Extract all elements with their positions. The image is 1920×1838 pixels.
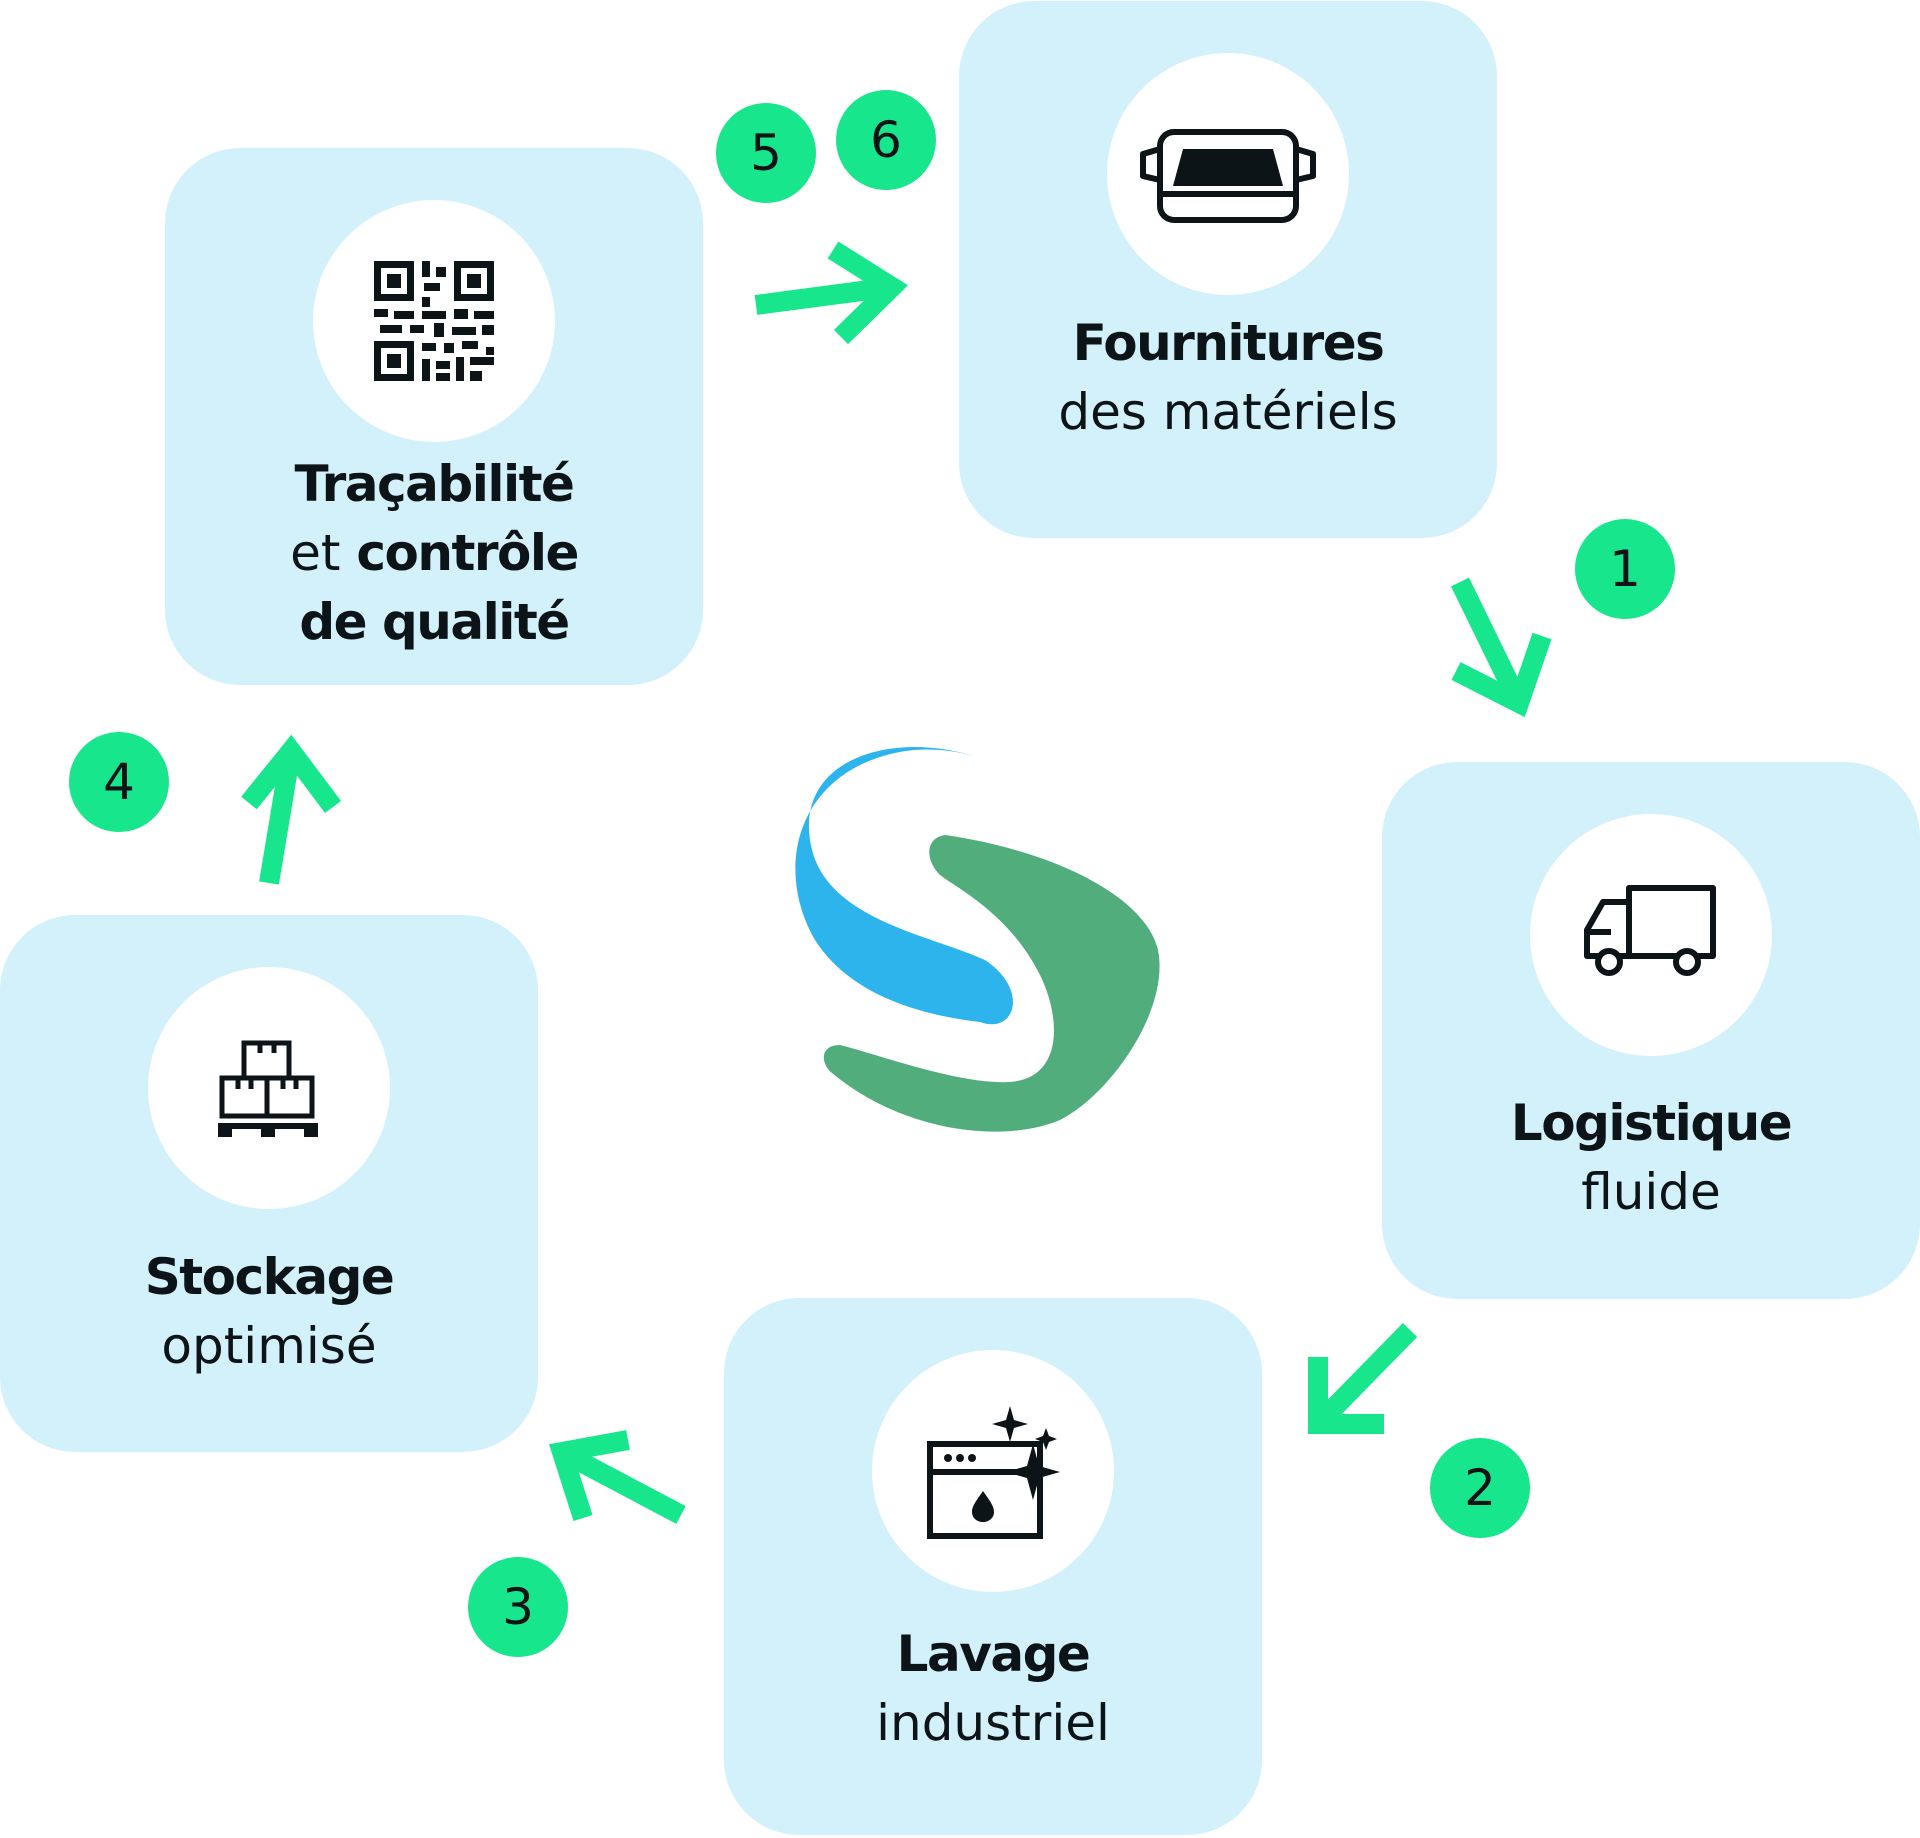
qr-code-icon bbox=[374, 261, 494, 381]
arrow-4-to-5 bbox=[241, 734, 341, 885]
card-lavage: Lavage industriel bbox=[724, 1298, 1262, 1835]
card-fournitures: Fournitures des matériels bbox=[959, 1, 1497, 538]
step-badge-5: 5 bbox=[716, 103, 816, 203]
arrow-1-to-2 bbox=[1451, 577, 1552, 718]
arrow-3-to-4 bbox=[549, 1430, 686, 1524]
icon-circle bbox=[1107, 53, 1349, 295]
label-bold: contrôle bbox=[356, 524, 579, 582]
stacked-boxes-pallet-icon bbox=[218, 1040, 318, 1137]
label-bold: Stockage bbox=[144, 1248, 395, 1306]
step-badge-4: 4 bbox=[69, 732, 169, 832]
step-badge-3: 3 bbox=[468, 1557, 568, 1657]
step-badge-6: 6 bbox=[836, 90, 936, 190]
label-bold: de qualité bbox=[299, 593, 570, 651]
label-normal: des matériels bbox=[1058, 383, 1398, 441]
icon-circle bbox=[148, 967, 390, 1209]
label-bold: Logistique bbox=[1510, 1094, 1793, 1152]
label-normal: industriel bbox=[876, 1694, 1110, 1752]
step-badge-1: 1 bbox=[1575, 519, 1675, 619]
truck-icon bbox=[1584, 885, 1716, 976]
icon-circle bbox=[872, 1350, 1114, 1592]
roasting-tray-icon bbox=[1140, 129, 1316, 223]
label-bold: Traçabilité bbox=[294, 455, 575, 513]
washing-machine-sparkle-icon bbox=[927, 1406, 1060, 1539]
icon-circle bbox=[313, 200, 555, 442]
card-tracabilite: Traçabilité et contrôle de qualité bbox=[165, 148, 703, 685]
arrow-5-to-1 bbox=[754, 241, 909, 345]
step-badge-2: 2 bbox=[1430, 1438, 1530, 1538]
card-label: Fournitures des matériels bbox=[959, 309, 1497, 447]
card-label: Traçabilité et contrôle de qualité bbox=[165, 450, 703, 657]
card-stockage: Stockage optimisé bbox=[0, 915, 538, 1452]
label-bold: Lavage bbox=[896, 1625, 1091, 1683]
card-logistique: Logistique fluide bbox=[1382, 762, 1920, 1299]
card-label: Lavage industriel bbox=[724, 1620, 1262, 1758]
card-label: Logistique fluide bbox=[1382, 1089, 1920, 1227]
card-label: Stockage optimisé bbox=[0, 1243, 538, 1381]
s-logo bbox=[795, 746, 1160, 1132]
arrow-2-to-3 bbox=[1308, 1323, 1418, 1434]
label-bold: Fournitures bbox=[1072, 314, 1385, 372]
label-normal: et bbox=[290, 524, 357, 582]
icon-circle bbox=[1530, 814, 1772, 1056]
label-normal: optimisé bbox=[161, 1317, 377, 1375]
label-normal: fluide bbox=[1581, 1163, 1721, 1221]
